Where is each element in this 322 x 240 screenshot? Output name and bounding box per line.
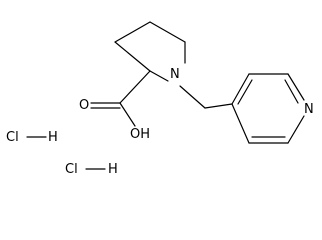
- salt-chlorine-label: Cl: [65, 162, 78, 177]
- hydroxyl-bond: [119, 102, 136, 127]
- salt-hydrogen-label: H: [108, 162, 118, 177]
- salt-hydrogen-label: H: [48, 130, 58, 145]
- methylene-bond: [204, 103, 233, 109]
- salt-chlorine-label: Cl: [6, 130, 19, 145]
- pyridine-bond: [231, 103, 250, 144]
- methylene-bond: [179, 85, 206, 109]
- hydroxyl-label: OH: [130, 127, 150, 142]
- ring-nitrogen-label: N: [170, 67, 180, 82]
- pyridine-bond: [287, 73, 305, 101]
- carbonyl-oxygen-label: O: [79, 98, 89, 113]
- pyridine-double-bond: [237, 79, 253, 105]
- carboxyl-bond: [119, 70, 151, 104]
- piperidine-bond: [149, 21, 186, 43]
- pyridine-double-bond: [284, 79, 299, 104]
- molecule-drawing: N N O OH Cl H Cl H: [6, 21, 314, 177]
- piperidine-bond: [114, 21, 151, 43]
- piperidine-bond: [149, 70, 169, 82]
- piperidine-bond: [114, 41, 151, 72]
- pyridine-bond: [231, 73, 250, 105]
- pyridine-bond: [287, 115, 305, 144]
- structure-diagram: N N O OH Cl H Cl H: [6, 21, 314, 177]
- pyridine-nitrogen-label: N: [304, 102, 314, 117]
